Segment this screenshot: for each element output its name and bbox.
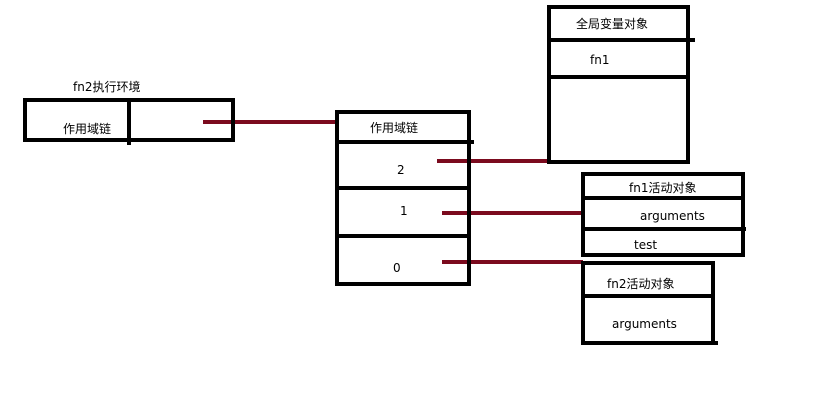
fn2-activation-field-arguments: arguments [612, 317, 677, 331]
fn1-activation-field-test: test [634, 238, 658, 252]
fn2-activation-box [581, 261, 718, 345]
fn2-env-box [23, 98, 235, 145]
scope-chain-header: 作用域链 [370, 121, 419, 135]
scope-chain-slot-1: 1 [400, 204, 408, 218]
global-object-header: 全局变量对象 [576, 17, 649, 31]
fn2-env-title: fn2执行环境 [73, 80, 141, 94]
scope-chain-box [335, 110, 474, 286]
scope-chain-slot-2: 2 [397, 163, 405, 177]
connectors [203, 120, 583, 264]
fn2-env-scope-chain-label: 作用域链 [63, 122, 112, 136]
fn1-activation-header: fn1活动对象 [629, 181, 697, 195]
fn1-activation-box [581, 172, 746, 257]
scope-chain-slot-0: 0 [393, 261, 401, 275]
global-object-box [547, 5, 695, 164]
global-object-field-fn1: fn1 [590, 53, 610, 67]
fn1-activation-field-arguments: arguments [640, 209, 705, 223]
fn2-activation-header: fn2活动对象 [607, 277, 675, 291]
